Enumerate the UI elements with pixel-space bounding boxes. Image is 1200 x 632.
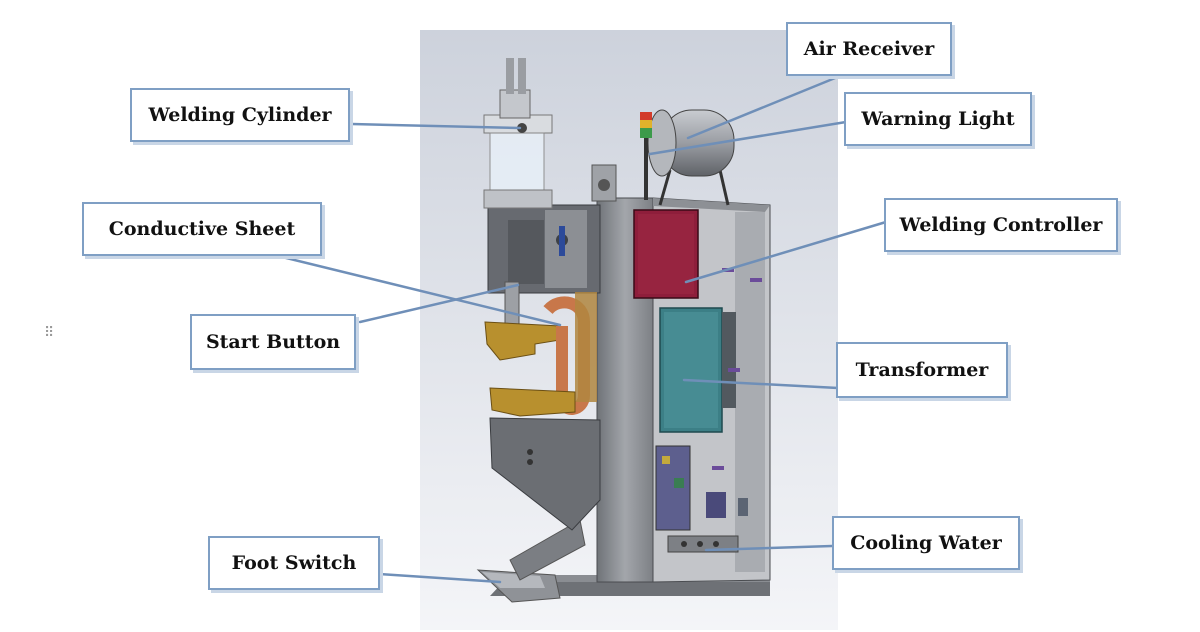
label-foot-switch: Foot Switch	[208, 536, 380, 590]
label-start-button: Start Button	[190, 314, 356, 370]
leader-welding-controller	[684, 220, 888, 284]
leader-warning-light	[648, 120, 848, 156]
drag-handle-icon[interactable]: ⠿	[44, 325, 54, 341]
leader-cooling-water	[704, 544, 834, 552]
leader-conductive-sheet	[268, 252, 562, 327]
warning-light-part	[640, 112, 652, 200]
leader-lines	[268, 74, 888, 584]
leader-start-button	[358, 283, 520, 324]
label-conductive-sheet: Conductive Sheet	[82, 202, 322, 256]
welding-cylinder-part	[483, 58, 553, 209]
leader-welding-cylinder	[350, 122, 522, 130]
lower-support	[509, 519, 586, 581]
lower-electrode-arm	[489, 387, 576, 417]
leader-air-receiver	[686, 74, 842, 140]
label-cooling-water: Cooling Water	[832, 516, 1020, 570]
leader-transformer	[682, 378, 840, 390]
label-air-receiver: Air Receiver	[786, 22, 952, 76]
base-plate	[490, 580, 770, 596]
foot-switch-part	[476, 569, 561, 603]
leader-foot-switch	[378, 572, 502, 584]
label-transformer: Transformer	[836, 342, 1008, 398]
lower-arm-body	[489, 417, 601, 531]
label-welding-cylinder: Welding Cylinder	[130, 88, 350, 142]
label-welding-controller: Welding Controller	[884, 198, 1118, 252]
control-board	[655, 445, 691, 531]
label-warning-light: Warning Light	[844, 92, 1032, 146]
